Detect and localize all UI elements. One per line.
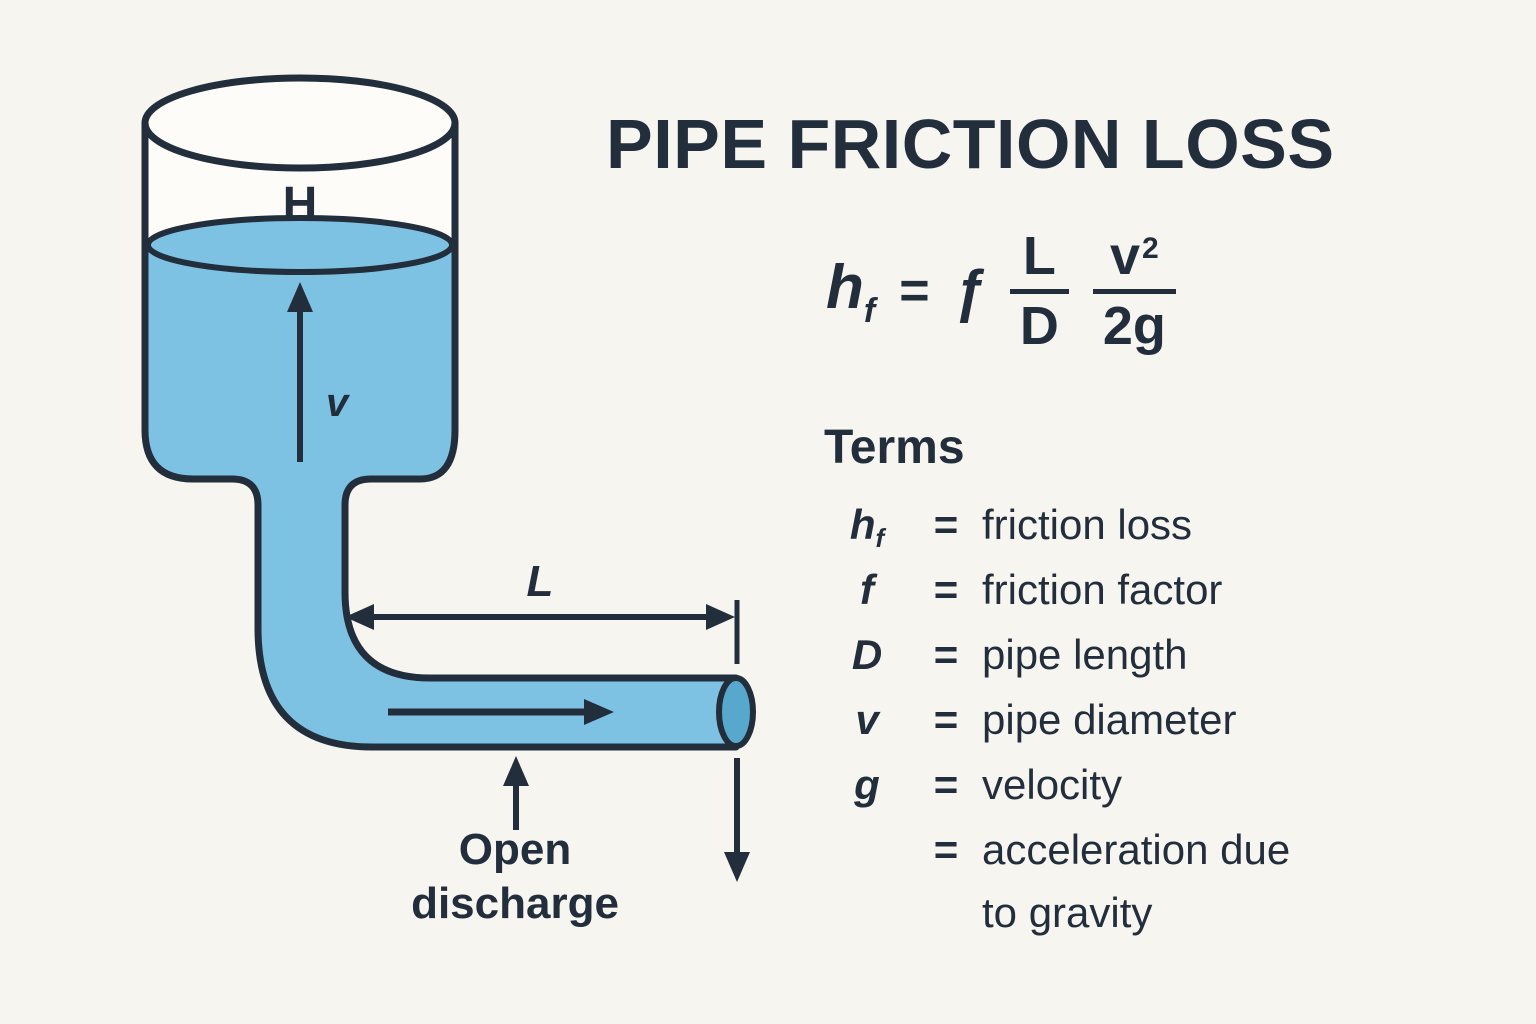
length-label: L <box>527 557 554 606</box>
pipe-end-cap <box>716 675 756 749</box>
formula-friction-factor: ƒ <box>953 258 986 324</box>
term-symbol: f <box>824 558 910 623</box>
term-symbol: D <box>824 623 910 688</box>
term-equals: = <box>933 501 959 548</box>
term-definition: friction loss <box>982 501 1193 548</box>
discharge-pointer-head-icon <box>503 756 529 786</box>
terms-heading: Terms <box>824 421 965 474</box>
formula-lhs-base: h <box>826 252 864 322</box>
tank-pipe-diagram: H v L Open discharge <box>141 74 756 928</box>
term-definition: friction factor <box>982 566 1223 613</box>
term-row: = acceleration due to gravity <box>824 818 1322 944</box>
term-definition: pipe diameter <box>982 696 1237 743</box>
term-symbol: g <box>824 753 910 818</box>
length-arrow-right-icon <box>706 604 735 630</box>
velocity-arrow-head-icon <box>287 282 313 312</box>
formula-lhs: hf <box>826 252 875 331</box>
term-definition: velocity <box>982 761 1123 808</box>
term-symbol: hf <box>824 493 910 558</box>
term-symbol-sub: f <box>875 523 885 553</box>
head-label: H <box>283 178 318 231</box>
term-symbol-base: h <box>849 501 876 548</box>
formula-fraction-v2-2g: v2 2g <box>1092 226 1176 357</box>
fraction-LD-denominator: D <box>1009 289 1069 356</box>
term-definition: pipe length <box>982 631 1188 678</box>
term-row: g = velocity <box>824 753 1322 818</box>
term-row: hf = friction loss <box>824 493 1322 558</box>
flow-arrow-head-icon <box>584 699 614 725</box>
fraction-LD-numerator: L <box>1022 226 1056 286</box>
discharge-label-line1: Open <box>459 825 571 874</box>
fraction-v2-numerator: v2 <box>1100 226 1169 289</box>
term-symbol-base: D <box>851 631 883 678</box>
fraction-2g-denominator: 2g <box>1092 289 1176 356</box>
term-equals: = <box>933 566 959 613</box>
friction-loss-formula: hf = ƒ L D v2 2g <box>826 226 1176 357</box>
term-equals: = <box>933 631 959 678</box>
tank-rim <box>141 74 459 172</box>
term-row: f = friction factor <box>824 558 1322 623</box>
length-arrow-left-icon <box>345 604 374 630</box>
term-equals: = <box>933 696 959 743</box>
velocity-symbol: v <box>1109 226 1141 286</box>
water-fill <box>145 245 736 747</box>
term-row: D = pipe length <box>824 623 1322 688</box>
page-title: PIPE FRICTION LOSS <box>606 105 1335 183</box>
term-symbol: v <box>824 688 910 753</box>
term-symbol-base: v <box>855 696 879 743</box>
discharge-arrow-head-icon <box>724 852 750 882</box>
vessel-outline-left <box>141 119 740 751</box>
terms-section: Terms hf = friction loss f = friction fa… <box>824 420 1322 944</box>
term-equals: = <box>933 761 959 808</box>
formula-equals: = <box>899 262 930 321</box>
term-symbol-base: g <box>854 761 880 808</box>
term-definition: acceleration due to gravity <box>982 826 1291 936</box>
formula-fraction-LD: L D <box>1009 226 1069 357</box>
formula-lhs-subscript: f <box>863 291 876 330</box>
term-equals: = <box>933 826 959 873</box>
velocity-exponent: 2 <box>1142 232 1159 265</box>
term-symbol-base: f <box>860 566 874 613</box>
vessel-outline-right <box>341 119 740 682</box>
discharge-label-line2: discharge <box>411 879 619 928</box>
velocity-label: v <box>326 381 351 425</box>
term-row: v = pipe diameter <box>824 688 1322 753</box>
